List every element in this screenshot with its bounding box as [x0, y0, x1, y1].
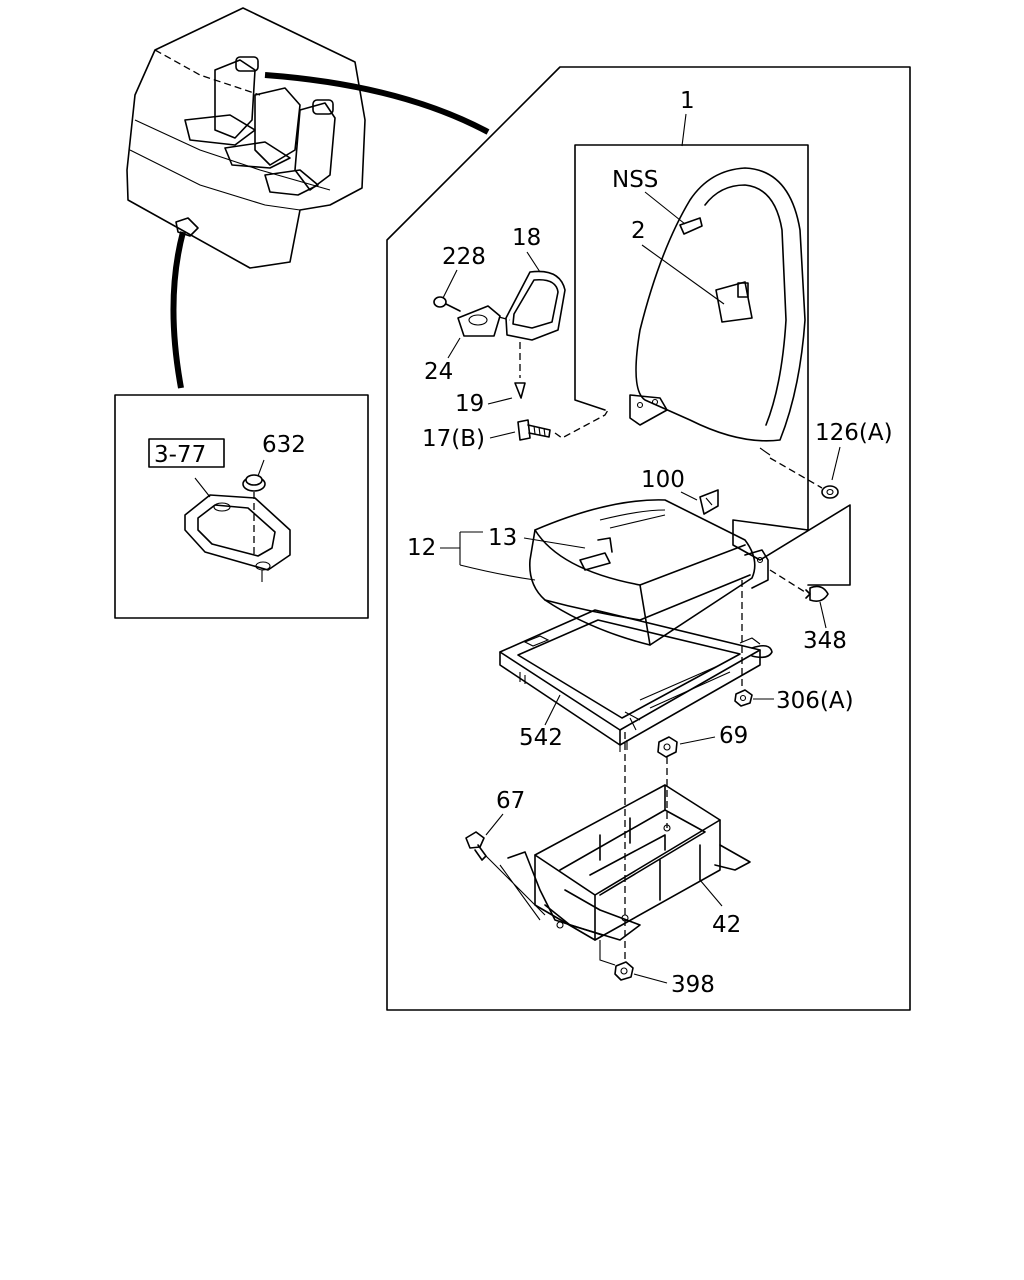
label-100: 100	[641, 467, 685, 493]
detail-box-3-77	[114, 394, 369, 619]
label-126a: 126(A)	[815, 420, 893, 446]
label-2: 2	[631, 218, 646, 244]
main-detail-frame	[386, 66, 911, 1011]
label-1: 1	[680, 88, 695, 114]
floor-tray-part	[184, 477, 291, 582]
seat-rail-542	[499, 609, 773, 752]
recliner-cover-18	[505, 270, 566, 341]
label-12: 12	[407, 535, 436, 561]
backrest-part	[629, 167, 806, 456]
leader-floor-to-detail	[170, 231, 186, 389]
nut-306a	[734, 689, 753, 707]
screw-19	[514, 382, 526, 399]
label-67: 67	[496, 788, 525, 814]
label-19: 19	[455, 391, 484, 417]
label-42: 42	[712, 912, 741, 938]
knob-24	[457, 305, 501, 337]
label-nss: NSS	[612, 167, 658, 193]
cab-overview	[126, 7, 366, 269]
clip-348	[805, 585, 829, 602]
mount-bracket-42	[507, 784, 751, 966]
nut-398	[614, 961, 634, 981]
label-348: 348	[803, 628, 847, 654]
label-13: 13	[488, 525, 517, 551]
clip-100	[699, 489, 719, 515]
label-542: 542	[519, 725, 563, 751]
label-3-77: 3-77	[154, 442, 206, 468]
bolt-67	[465, 831, 487, 861]
label-24: 24	[424, 359, 453, 385]
label-18: 18	[512, 225, 541, 251]
cab-seats	[184, 56, 336, 196]
ref-box-3-77	[148, 438, 225, 468]
grommet-632	[242, 474, 266, 555]
seat-cushion-part	[528, 499, 769, 646]
label-228: 228	[442, 244, 486, 270]
nut-69	[657, 736, 678, 758]
label-69: 69	[719, 723, 748, 749]
washer-126a	[821, 485, 839, 499]
leader-seat-to-detail	[264, 72, 490, 135]
screw-228	[433, 296, 461, 312]
bolt-17b	[517, 419, 551, 441]
label-398: 398	[671, 972, 715, 998]
label-632: 632	[262, 432, 306, 458]
label-17b: 17(B)	[422, 426, 485, 452]
seat-assembly-box	[574, 144, 851, 586]
label-306a: 306(A)	[776, 688, 854, 714]
